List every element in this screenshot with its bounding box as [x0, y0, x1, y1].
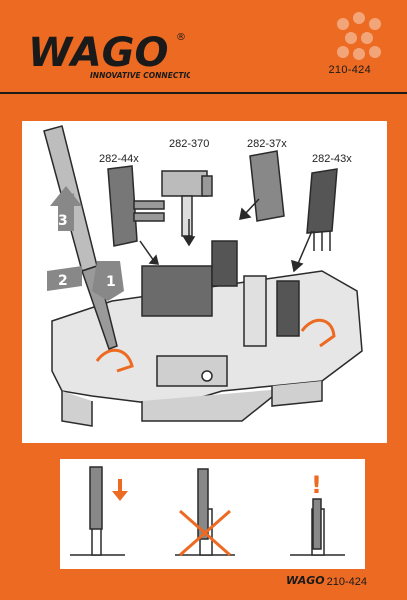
svg-text:®: ® [176, 32, 186, 43]
part-label-282-370: 282-370 [169, 138, 210, 150]
svg-text:INNOVATIVE CONNECTIONS: INNOVATIVE CONNECTIONS [90, 71, 190, 80]
svg-text:WAGO: WAGO [286, 574, 325, 587]
jumper-block [141, 265, 213, 317]
wire-right [300, 318, 336, 348]
svg-text:WAGO: WAGO [28, 30, 169, 76]
connector-pattern-icon [337, 12, 381, 60]
part-282-37x [249, 150, 285, 222]
part-282-370 [161, 170, 213, 237]
part-label-282-44x: 282-44x [99, 153, 139, 165]
step-3-arrow: 3 [50, 186, 82, 231]
footer-product-code: 210-424 [326, 576, 367, 588]
arrow-down-icon [112, 479, 128, 501]
wago-logo: WAGO ® INNOVATIVE CONNECTIONS [28, 30, 190, 80]
part-282-44x [107, 165, 165, 247]
part-label-282-43x: 282-43x [312, 153, 352, 165]
wago-footer-logo: WAGO [286, 574, 325, 587]
svg-text:1: 1 [106, 274, 116, 290]
step-2-arrow: 2 [47, 266, 82, 291]
part-label-282-37x: 282-37x [247, 138, 287, 150]
incorrect-insertion-figure [175, 468, 235, 556]
part-282-43x [306, 168, 338, 251]
svg-text:2: 2 [58, 273, 68, 289]
product-code: 210-424 [328, 64, 371, 76]
usage-instructions-panel: ! [60, 459, 365, 569]
correct-insertion-figure [70, 466, 125, 556]
main-illustration-panel: 3 2 1 [22, 121, 387, 443]
exclamation-icon: ! [311, 471, 322, 499]
step-1-arrow: 1 [92, 261, 124, 301]
wire-left [95, 348, 134, 373]
caution-insertion-figure [290, 498, 345, 556]
x-mark-icon [179, 509, 231, 557]
svg-text:3: 3 [58, 213, 68, 229]
insertion-arrows [139, 198, 313, 273]
header-divider [0, 92, 407, 94]
